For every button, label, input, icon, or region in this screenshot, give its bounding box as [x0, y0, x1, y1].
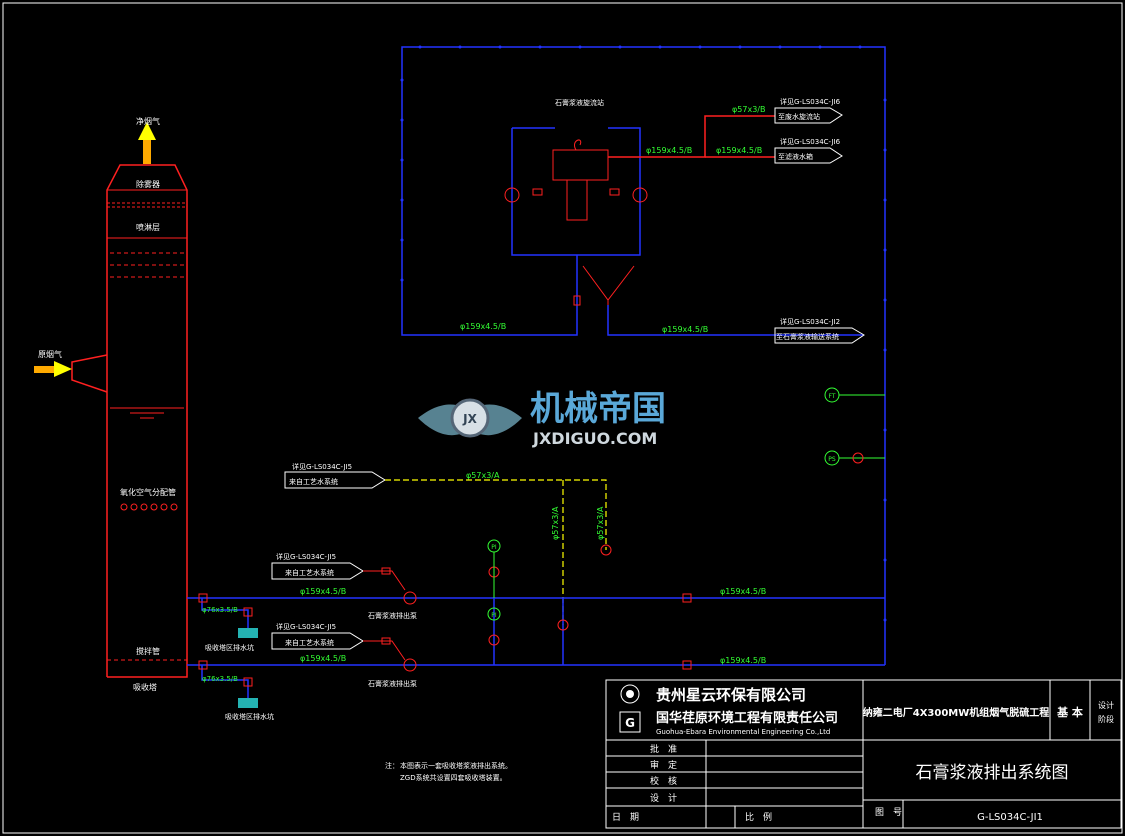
p1-line-right: φ159x4.5/B — [720, 587, 766, 596]
pw-header: φ57x3/A — [466, 471, 500, 480]
agitator-label: 搅拌管 — [136, 646, 160, 656]
company1: 贵州星云环保有限公司 — [656, 686, 806, 704]
cyclone-title: 石膏浆液旋流站 — [555, 98, 604, 107]
note-prefix: 注： — [385, 761, 399, 770]
line-left: φ159x4.5/B — [460, 322, 506, 331]
ft-instrument: FT — [824, 387, 885, 403]
dest-j12: 至石膏浆液输送系统 — [776, 332, 839, 341]
row-date: 日 期 — [612, 812, 639, 823]
stage-label: 基 本 — [1056, 705, 1083, 719]
demister-label: 除雾器 — [136, 179, 160, 189]
p2-pump-label: 石膏浆液排出泵 — [368, 679, 417, 688]
company2-en: Guohua-Ebara Environmental Engineering C… — [656, 728, 830, 736]
absorber-tower — [71, 164, 188, 678]
drawing-title: 石膏浆液排出系统图 — [916, 762, 1069, 783]
pw-ref: 详见G-LS034C-JI5 — [292, 462, 352, 471]
dest-j6a: 至废水旋流站 — [778, 112, 820, 121]
project-name: 纳雍二电厂4X300MW机组烟气脱硫工程 — [863, 706, 1050, 719]
p2-line: φ159x4.5/B — [300, 654, 346, 663]
row-design: 设 计 — [650, 792, 677, 804]
p1-pump-label: 石膏浆液排出泵 — [368, 611, 417, 620]
line-right: φ159x4.5/B — [662, 325, 708, 334]
p2-line-right: φ159x4.5/B — [720, 656, 766, 665]
pw-branch-a: φ57x3/A — [551, 506, 560, 540]
title-block-grid — [605, 679, 1122, 829]
pressure-gauges: PI PI — [487, 539, 501, 621]
ref-j6b: 详见G-LS034C-JI6 — [780, 137, 841, 146]
pumps — [198, 544, 692, 687]
p2-source: 来自工艺水系统 — [285, 638, 334, 647]
process-water-lines — [385, 479, 607, 625]
row-check: 校 核 — [650, 775, 677, 787]
note-line2: ZGD系统共设置四套吸收塔装置。 — [400, 773, 507, 782]
svg-text:PI: PI — [491, 544, 497, 551]
drawing-no-label: 图 号 — [875, 807, 902, 818]
stage-sub2: 阶段 — [1098, 714, 1114, 724]
clean-gas-label: 净烟气 — [136, 116, 160, 126]
line-57-b: φ57x3/B — [732, 105, 765, 114]
spray-layer-label: 喷淋层 — [136, 222, 160, 232]
note-line1: 本图表示一套吸收塔浆液排出系统。 — [400, 761, 512, 770]
offpage-connectors — [271, 107, 865, 650]
loop-ticks — [400, 45, 887, 622]
raw-gas-label: 原烟气 — [38, 349, 62, 359]
cyclone-outlets — [608, 115, 775, 158]
drawing-no: G-LS034C-JI1 — [977, 812, 1043, 823]
line-159-b-a: φ159x4.5/B — [646, 146, 692, 155]
svg-text:JX: JX — [462, 412, 477, 426]
p1-drain-line: φ76x3.5/B — [202, 606, 238, 614]
company-logo: G — [619, 684, 641, 733]
flush-lines — [363, 570, 406, 661]
watermark-cn: 机械帝国 — [530, 389, 666, 429]
p1-source: 来自工艺水系统 — [285, 568, 334, 577]
ref-j12: 详见G-LS034C-JI2 — [780, 317, 840, 326]
ps-instrument: PS — [824, 450, 885, 466]
p2-ref: 详见G-LS034C-JI5 — [276, 622, 336, 631]
svg-text:PS: PS — [828, 456, 836, 463]
dest-j6b: 至滤液水箱 — [778, 152, 813, 161]
watermark-logo: JX — [418, 398, 522, 438]
ref-j6a: 详见G-LS034C-JI6 — [780, 97, 841, 106]
p1-drain-label: 吸收塔区排水坑 — [205, 643, 254, 652]
company2: 国华荏原环境工程有限责任公司 — [656, 710, 838, 726]
p1-ref: 详见G-LS034C-JI5 — [276, 552, 336, 561]
absorber-label: 吸收塔 — [133, 682, 157, 692]
watermark-en: JXDIGUO.COM — [532, 429, 657, 448]
pw-branch-b: φ57x3/A — [596, 506, 605, 540]
oxidation-air-label: 氧化空气分配管 — [120, 487, 176, 497]
svg-text:FT: FT — [828, 393, 835, 400]
svg-text:PI: PI — [491, 612, 497, 619]
svg-text:G: G — [625, 716, 635, 730]
p1-line: φ159x4.5/B — [300, 587, 346, 596]
p2-drain-label: 吸收塔区排水坑 — [225, 712, 274, 721]
row-review: 审 定 — [650, 759, 677, 771]
raw-gas-arrow — [34, 361, 72, 377]
line-159-b-b: φ159x4.5/B — [716, 146, 762, 155]
pw-source: 来自工艺水系统 — [289, 477, 338, 486]
row-approve: 批 准 — [650, 743, 677, 755]
cyclone-station — [504, 139, 648, 306]
stage-sub1: 设计 — [1098, 700, 1114, 710]
p2-drain-line: φ76x3.5/B — [202, 675, 238, 683]
drain-pits — [238, 628, 258, 708]
pump-discharge-lines — [187, 597, 885, 698]
clean-gas-arrow — [138, 122, 156, 164]
row-scale: 比 例 — [745, 811, 772, 823]
